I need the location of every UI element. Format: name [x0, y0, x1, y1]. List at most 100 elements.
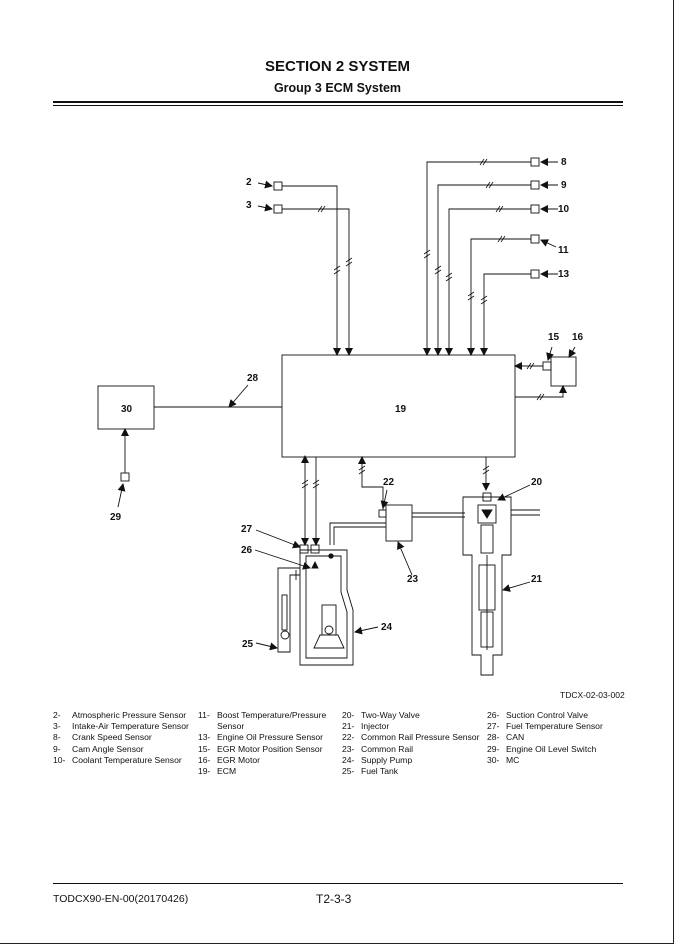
label-27: 27 — [241, 524, 253, 535]
legend-item-number: 22- — [342, 732, 355, 743]
legend-item: Sensor — [198, 721, 326, 732]
label-26: 26 — [241, 545, 253, 556]
group-title: Group 3 ECM System — [273, 81, 402, 95]
legend-item: 22- Common Rail Pressure Sensor — [342, 732, 479, 743]
label-28: 28 — [247, 373, 259, 384]
legend-item-number: 29- — [487, 743, 500, 754]
legend-item-text: Fuel Temperature Sensor — [506, 721, 603, 732]
footer-rule — [53, 883, 623, 884]
legend-item-text: Injector — [361, 721, 390, 732]
header-rule-thin — [53, 105, 623, 106]
legend-item-number — [198, 721, 217, 732]
legend-item-text: Common Rail Pressure Sensor — [361, 732, 480, 743]
page-number: T2-3-3 — [316, 892, 352, 906]
document-code: TODCX90-EN-00(20170426) — [53, 893, 189, 905]
legend-item: 20-Two-Way Valve — [342, 710, 479, 721]
label-25: 25 — [242, 639, 254, 650]
legend-item-number: 3- — [53, 721, 61, 732]
ecm-box — [281, 354, 516, 458]
sensor-13 — [530, 269, 540, 279]
legend-item-number: 26- — [487, 710, 500, 720]
label-21: 21 — [531, 574, 543, 585]
legend-item: 15-EGR Motor Position Sensor — [198, 744, 326, 755]
label-30: 30 — [121, 404, 133, 415]
legend-item-number: 19- — [198, 766, 211, 777]
label-9: 9 — [561, 180, 567, 191]
legend-item: 28-CAN — [487, 732, 603, 743]
label-10: 10 — [558, 204, 570, 215]
legend-item: 30- MC — [487, 755, 603, 766]
legend-item: 3- Intake-Air Temperature Sensor — [53, 721, 189, 732]
legend-item: 9-Cam Angle Sensor — [53, 744, 189, 755]
label-13: 13 — [558, 269, 570, 280]
legend-item: 26-Suction Control Valve — [487, 710, 603, 721]
legend-item-text: CAN — [506, 732, 525, 743]
legend-item-text: Boost Temperature/Pressure — [217, 710, 327, 720]
sensor-15 — [542, 361, 552, 371]
legend-item: 27-Fuel Temperature Sensor — [487, 721, 603, 732]
legend-item-number: 10- — [53, 754, 66, 765]
legend-item-text: Sensor — [217, 721, 245, 732]
legend-item: 11- Boost Temperature/Pressure — [198, 710, 326, 721]
legend-item-number: 9- — [53, 743, 61, 754]
label-8: 8 — [561, 157, 567, 168]
legend-item: 25- Fuel Tank — [342, 766, 479, 777]
legend-item: 10-Coolant Temperature Sensor — [53, 755, 189, 766]
legend-item-text: Engine Oil Level Switch — [506, 743, 597, 754]
legend-item-number: 13- — [198, 732, 211, 743]
sensor-29 — [120, 472, 130, 482]
label-19: 19 — [395, 404, 407, 415]
legend-column-1: 2- Atmospheric Pressure Sensor 3- Intake-Ai… — [53, 710, 189, 766]
label-22: 22 — [383, 477, 395, 488]
legend-item-text: Intake-Air Temperature Sensor — [72, 721, 189, 732]
sensor-22 — [378, 509, 387, 518]
label-23: 23 — [407, 574, 419, 585]
label-24: 24 — [381, 622, 393, 633]
figure-reference: TDCX-02-03-002 — [560, 690, 625, 700]
supply-pump — [299, 549, 354, 666]
sensor-9 — [530, 180, 540, 190]
legend-item: 29- Engine Oil Level Switch — [487, 744, 603, 755]
legend-item: 23- Common Rail — [342, 744, 479, 755]
legend-item-text: Fuel Tank — [361, 766, 399, 777]
legend-item-number: 11- — [198, 710, 210, 720]
label-15: 15 — [548, 332, 560, 343]
legend-item-text: Engine Oil Pressure Sensor — [217, 732, 324, 743]
section-title: SECTION 2 SYSTEM — [264, 58, 411, 75]
legend-item: 24- Supply Pump — [342, 755, 479, 766]
injector — [462, 496, 512, 676]
legend-item-number: 20- — [342, 710, 355, 720]
legend-item-number: 16- — [198, 754, 211, 765]
sensor-11 — [530, 234, 540, 244]
sensor-3 — [273, 204, 283, 214]
legend-item: 16-EGR Motor — [198, 755, 326, 766]
legend-item-number: 30- — [487, 754, 500, 765]
legend-item-text: Supply Pump — [361, 754, 413, 765]
legend-item-text: EGR Motor Position Sensor — [217, 743, 323, 754]
label-2: 2 — [246, 177, 252, 188]
legend-item: 2- Atmospheric Pressure Sensor — [53, 710, 189, 721]
sensor-2 — [273, 181, 283, 191]
legend-item-text: Common Rail — [361, 743, 414, 754]
sensor-8 — [530, 157, 540, 167]
egr-motor-box — [550, 356, 577, 387]
header-rule — [53, 101, 623, 103]
legend-item-text: Atmospheric Pressure Sensor — [72, 710, 187, 720]
label-11: 11 — [558, 245, 569, 256]
legend-item: 19-ECM — [198, 766, 326, 777]
legend-item: 21-Injector — [342, 721, 479, 732]
legend-item-text: MC — [506, 754, 520, 765]
label-3: 3 — [246, 200, 252, 211]
legend-item-number: 23- — [342, 743, 355, 754]
legend-item-number: 2- — [53, 710, 61, 720]
legend-item-number: 24- — [342, 754, 355, 765]
legend-item: 8-Crank Speed Sensor — [53, 732, 189, 743]
legend-item-number: 25- — [342, 766, 355, 777]
label-20: 20 — [531, 477, 543, 488]
sensor-10 — [530, 204, 540, 214]
